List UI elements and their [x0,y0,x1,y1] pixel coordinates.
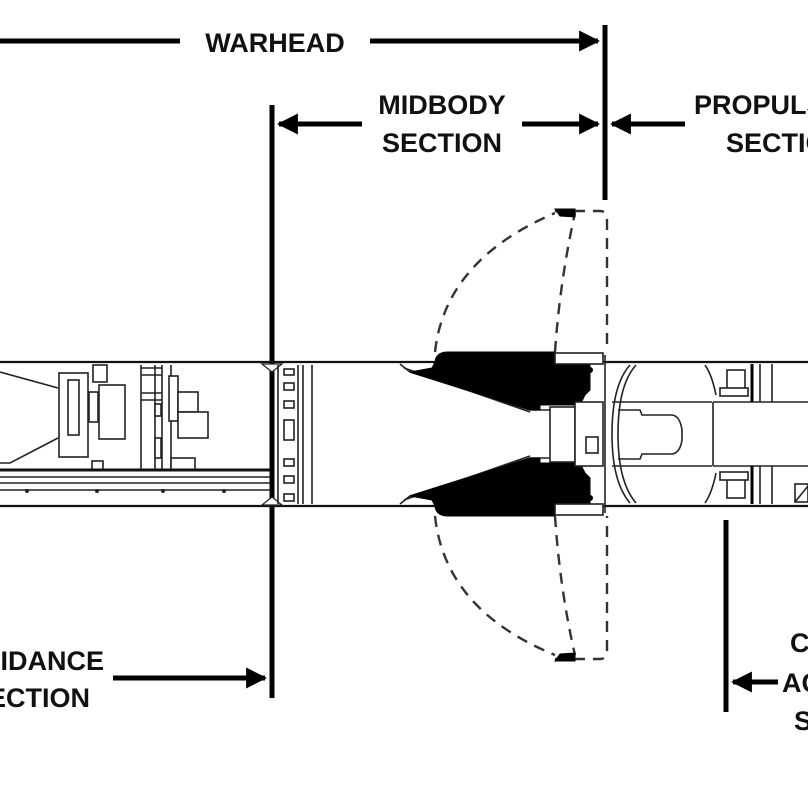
fin-outer-upper [555,209,609,352]
propulsion-section-internals [611,364,808,504]
fin-inner-lower [553,515,577,656]
fin-arc-upper [433,211,556,353]
guidance-section-internals [0,363,284,506]
control-label-line1: CONTROL [790,628,808,658]
guidance-label-line1: GUIDANCE [0,646,104,676]
propulsion-label-line2: SECTION [726,128,808,158]
midbody-label-line1: MIDBODY [378,90,506,120]
warhead-label: WARHEAD [205,28,345,58]
missile-body [0,360,808,508]
guidance-label-line2: SECTION [0,683,90,713]
control-label-line3: SECTION [794,706,808,736]
fin-outer-lower [555,516,609,661]
fin-arc-lower [433,515,556,657]
midbody-section-internals [277,351,606,517]
fin-inner-upper [553,212,577,353]
propulsion-label-line1: PROPULSION [694,90,808,120]
fin-deployment-paths [433,208,609,662]
midbody-label-line2: SECTION [382,128,502,158]
control-label-line2: ACTUATOR [782,668,808,698]
